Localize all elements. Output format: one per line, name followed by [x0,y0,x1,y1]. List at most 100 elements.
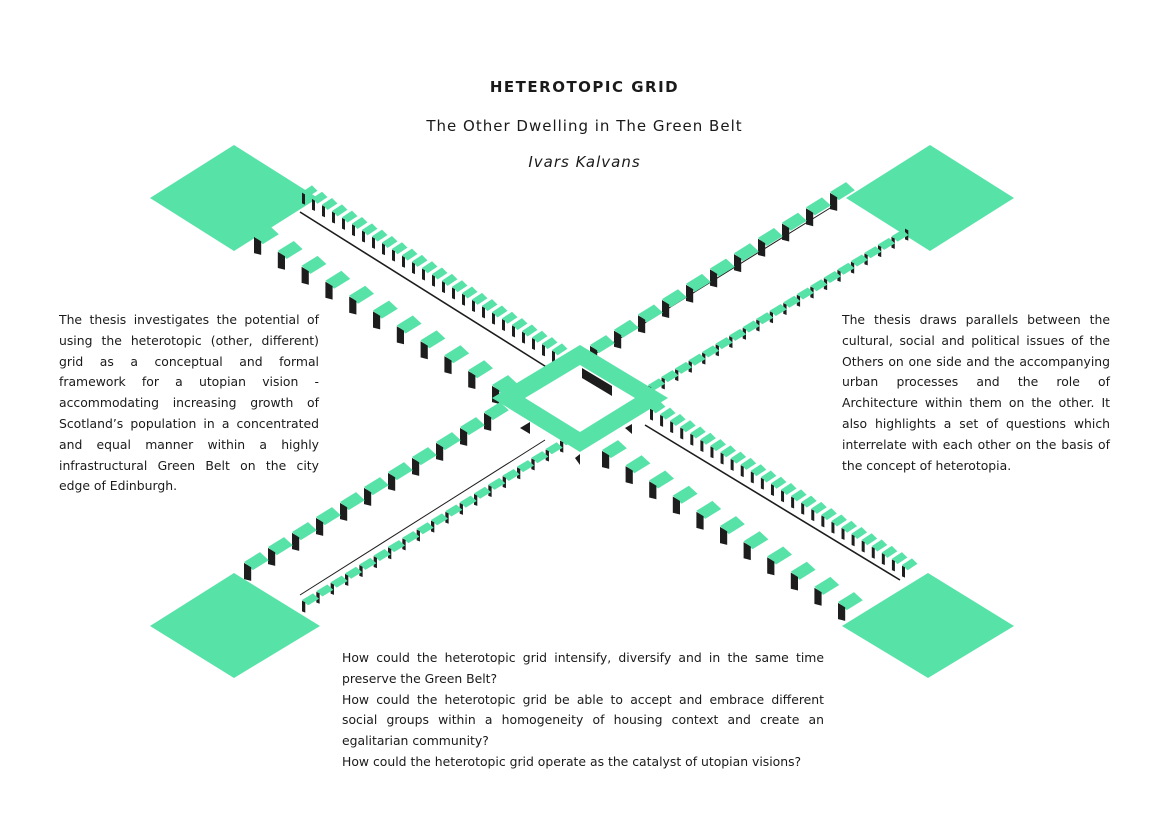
unit-facade [743,542,751,561]
unit-roof [660,407,676,420]
unit-facade [696,511,704,530]
unit-sw-inner-19 [302,593,320,613]
unit-roof [758,228,783,246]
unit-nw-outer-22 [512,318,528,338]
unit-facade [821,515,825,528]
unit-sw-outer-11 [244,552,269,581]
unit-facade [734,254,742,273]
unit-roof [782,212,807,231]
unit-roof [690,426,706,439]
unit-facade [750,471,754,484]
unit-nw-inner-6 [373,300,398,330]
unit-se-outer-12 [760,470,777,490]
unit-roof [750,464,767,477]
unit-facade [325,281,333,300]
unit-roof [474,486,492,499]
unit-facade [468,371,476,389]
unit-facade [382,243,385,256]
unit-facade [345,573,349,586]
unit-roof [720,516,745,535]
unit-roof [444,345,470,364]
unit-facade [700,440,704,452]
unit-roof [696,500,722,519]
unit-roof [412,254,428,267]
unit-roof [372,229,388,242]
unit-facade [690,433,694,446]
unit-nw-outer-24 [532,330,548,350]
unit-se-inner-7 [743,531,769,561]
question-3: How could the heterotopic grid operate a… [342,753,802,769]
unit-roof [590,335,615,354]
unit-se-outer-25 [891,552,908,572]
unit-roof [436,432,461,451]
unit-roof [459,495,477,508]
unit-roof [602,440,627,459]
unit-facade [416,529,420,542]
unit-se-outer-1 [650,401,666,421]
unit-facade [432,274,435,287]
unit-roof [472,292,488,305]
unit-roof [468,360,493,379]
unit-roof [614,319,639,338]
unit-facade [710,269,718,288]
unit-nw-inner-7 [396,315,422,345]
unit-facade [811,509,815,522]
unit-roof [670,413,686,426]
unit-facade [767,557,775,576]
unit-sw-inner-13 [388,540,406,560]
unit-roof [730,451,747,464]
unit-ne-outer-5 [734,243,759,273]
page-title: HETEROTOPIC GRID [489,78,680,96]
unit-se-outer-15 [791,489,807,509]
unit-facade [851,534,855,547]
unit-sw-inner-12 [402,531,420,551]
unit-roof [445,504,463,517]
unit-roof [801,495,817,508]
unit-roof [720,445,737,458]
unit-facade [396,326,404,345]
unit-facade [560,440,564,453]
unit-roof [811,501,827,514]
unit-facade [488,485,492,498]
unit-sw-outer-8 [316,507,341,536]
unit-roof [322,198,338,211]
unit-sw-inner-18 [316,584,334,604]
unit-roof [362,223,378,236]
unit-se-outer-13 [770,476,787,496]
unit-se-inner-2 [625,455,651,485]
unit-roof [420,330,446,349]
unit-roof [769,304,787,317]
unit-facade [292,532,300,551]
unit-roof [396,315,422,334]
unit-facade [662,300,670,318]
rail-top-left [299,211,549,369]
unit-se-inner-3 [649,470,674,500]
unit-nw-outer-11 [402,248,418,268]
unit-facade [492,312,495,325]
unit-nw-outer-12 [412,254,428,275]
unit-roof [831,514,847,527]
unit-se-outer-2 [660,407,676,427]
unit-facade [512,325,515,338]
unit-sw-inner-6 [488,477,506,498]
unit-sw-inner-9 [445,504,463,524]
unit-roof [512,318,528,331]
unit-roof [729,328,747,341]
unit-roof [422,261,438,274]
unit-roof [810,279,828,292]
unit-facade [838,602,846,621]
unit-nw-inner-5 [349,285,374,315]
unit-facade [301,266,309,285]
unit-facade [412,457,420,476]
unit-nw-inner-2 [277,241,303,270]
unit-facade [445,511,449,524]
unit-facade [472,300,475,313]
unit-roof [742,320,760,333]
unit-sw-inner-10 [431,513,449,533]
unit-facade [502,319,505,331]
unit-facade [670,421,674,434]
unit-facade [412,262,415,275]
unit-roof [851,527,868,539]
left-description: The thesis investigates the potential of… [59,312,319,494]
unit-roof [342,210,358,223]
